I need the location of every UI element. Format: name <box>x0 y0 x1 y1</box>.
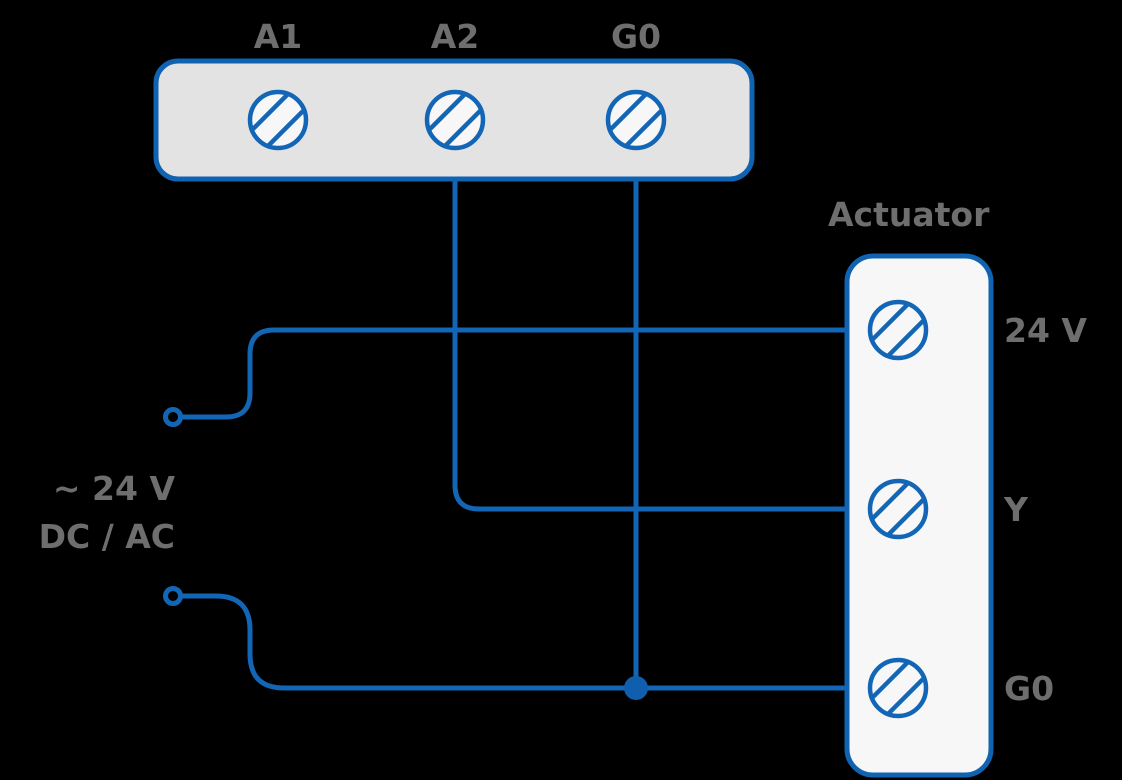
screw-slot-icon <box>870 660 926 716</box>
actuator-label-y: Y <box>1003 490 1029 529</box>
actuator-terminal-block[interactable] <box>844 253 994 778</box>
controller-terminal-g0[interactable] <box>605 89 667 151</box>
actuator-label-g0: G0 <box>1004 669 1054 708</box>
screw-slot-icon <box>870 302 926 358</box>
controller-label-a2: A2 <box>431 17 480 56</box>
open-terminal-icon-negative[interactable] <box>163 586 183 606</box>
controller-label-a1: A1 <box>254 17 303 56</box>
actuator-terminal-y[interactable] <box>867 478 929 540</box>
supply-label-voltage: ~ 24 V <box>53 469 176 508</box>
wire-supply-to-24v[interactable] <box>180 327 847 420</box>
screw-terminal-icon[interactable] <box>247 89 309 151</box>
controller-terminal-a2[interactable] <box>424 89 486 151</box>
screw-terminal-icon[interactable] <box>867 657 929 719</box>
supply-label-type: DC / AC <box>39 517 175 556</box>
supply-terminals <box>163 407 183 606</box>
screw-slot-icon <box>870 481 926 537</box>
wire-layer <box>180 179 847 700</box>
actuator-title: Actuator <box>828 195 990 234</box>
controller-terminal-a1[interactable] <box>247 89 309 151</box>
screw-slot-icon <box>608 92 664 148</box>
screw-terminal-icon[interactable] <box>424 89 486 151</box>
wire-a2-to-y[interactable] <box>452 179 847 512</box>
screw-terminal-icon[interactable] <box>605 89 667 151</box>
actuator-terminal-24v[interactable] <box>867 299 929 361</box>
junction-dot-g0 <box>624 676 648 700</box>
controller-terminal-block[interactable] <box>153 58 755 182</box>
wire-supply-to-g0[interactable] <box>180 593 847 691</box>
actuator-label-24v: 24 V <box>1004 311 1087 350</box>
open-terminal-icon-positive[interactable] <box>163 407 183 427</box>
screw-slot-icon <box>250 92 306 148</box>
controller-label-g0: G0 <box>611 17 661 56</box>
screw-slot-icon <box>427 92 483 148</box>
screw-terminal-icon[interactable] <box>867 478 929 540</box>
actuator-terminal-g0[interactable] <box>867 657 929 719</box>
screw-terminal-icon[interactable] <box>867 299 929 361</box>
